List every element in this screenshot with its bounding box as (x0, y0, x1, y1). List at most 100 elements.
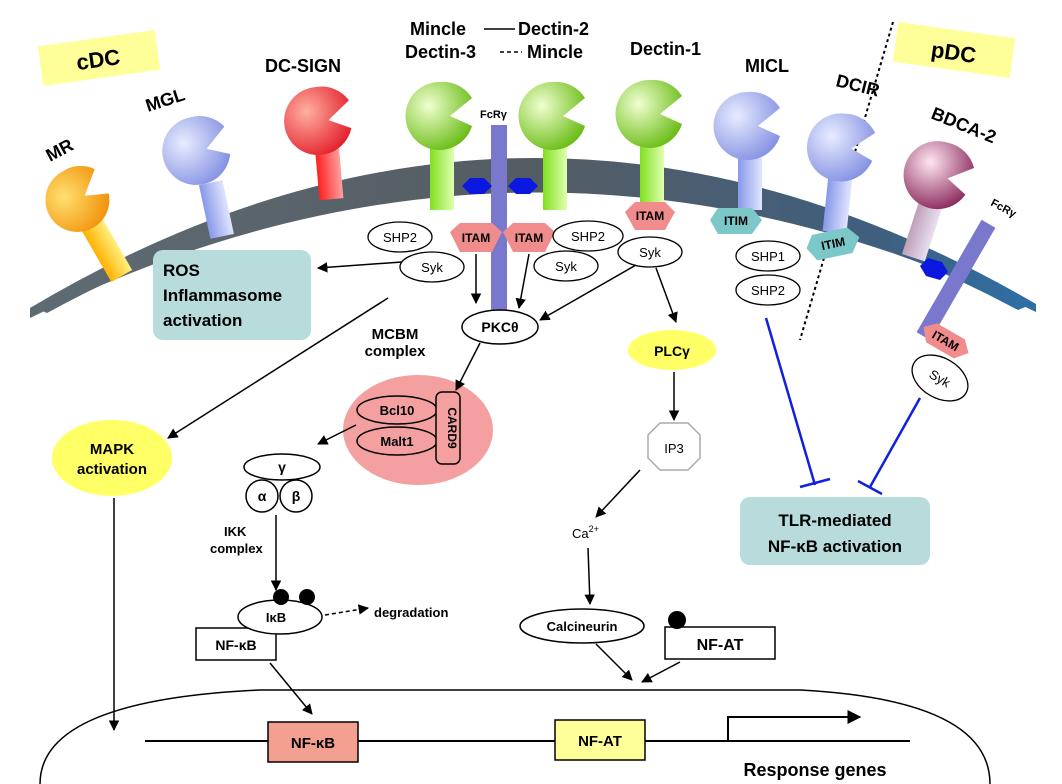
svg-text:SHP1: SHP1 (751, 249, 785, 264)
mgl-receptor (162, 116, 234, 239)
svg-text:Syk: Syk (555, 259, 577, 274)
svg-text:γ: γ (278, 459, 286, 475)
ros-box: ROS Inflammasome activation (153, 250, 311, 340)
syk-bdca2: Syk (911, 354, 969, 402)
shp2-micl: SHP2 (735, 274, 801, 306)
mcbm-complex: Bcl10 Malt1 CARD9 (343, 375, 493, 485)
itim-dcir: ITIM (806, 227, 860, 261)
bdca2-dimer-link (920, 258, 948, 280)
cdc-pdc-divider (799, 21, 894, 341)
mapk-line2: activation (77, 461, 147, 478)
dectin2-label-1: Dectin-2 (518, 19, 589, 39)
svg-text:Syk: Syk (421, 260, 443, 275)
micl-label: MICL (745, 56, 789, 76)
calcineurin: Calcineurin (519, 608, 645, 644)
itam-dectin2: ITAM (503, 223, 555, 252)
ikb: IκB P P (237, 589, 323, 635)
dc-sign-label: DC-SIGN (265, 56, 341, 76)
phospho-icon: P (673, 615, 680, 627)
svg-text:NF-κB: NF-κB (291, 735, 335, 752)
ikk-complex: γ α β (243, 453, 321, 513)
micl-receptor (713, 91, 780, 210)
transcription-start-arrow (727, 710, 862, 741)
svg-text:SHP2: SHP2 (383, 230, 417, 245)
mcbm-line1: MCBM (372, 326, 419, 343)
mr-receptor (45, 165, 133, 282)
svg-text:ITAM: ITAM (515, 231, 543, 245)
shp2-mincle: SHP2 (367, 221, 433, 253)
dcir-receptor (806, 113, 876, 234)
itam-mincle: ITAM (450, 223, 502, 252)
svg-text:ITIM: ITIM (820, 234, 846, 253)
calcium-label: Ca2+ (572, 524, 599, 541)
pdc-label: pDC (930, 37, 978, 68)
inhibition-lines (764, 317, 922, 496)
itam-dectin1: ITAM (625, 202, 675, 230)
bdca2-fcrg-chain (916, 219, 996, 341)
bdca2-fcrg-label: FcRγ (989, 197, 1019, 221)
bdca2-label: BDCA-2 (929, 103, 1000, 147)
mincle-receptor (405, 81, 472, 210)
itim-micl: ITIM (710, 208, 762, 234)
nfkb-cytoplasmic: NF-κB (195, 627, 277, 661)
tlr-line2: NF-κB activation (768, 537, 902, 556)
pdc-label-box: pDC (892, 21, 1016, 79)
shp1-micl: SHP1 (735, 240, 801, 272)
phospho-icon: P (304, 593, 311, 604)
syk-dectin2: Syk (533, 250, 599, 282)
svg-text:IκB: IκB (266, 610, 286, 625)
fcrg-chain (491, 125, 507, 310)
pkc-oval: PKCθ (461, 309, 539, 345)
ikk-line2: complex (210, 541, 264, 556)
plcg-oval: PLCγ (628, 330, 716, 370)
dimer-link-right (508, 178, 538, 194)
mincle-label-1: Mincle (410, 19, 466, 39)
dectin3-label: Dectin-3 (405, 42, 476, 62)
svg-text:ITIM: ITIM (724, 214, 748, 228)
ros-line2: Inflammasome (163, 286, 282, 305)
bcl10-label: Bcl10 (380, 403, 415, 418)
svg-text:SHP2: SHP2 (751, 283, 785, 298)
mr-label: MR (42, 135, 76, 166)
mapk-line1: MAPK (90, 441, 134, 458)
svg-text:Calcineurin: Calcineurin (547, 619, 618, 634)
ros-line1: ROS (163, 261, 200, 280)
tlr-line1: TLR-mediated (778, 511, 891, 530)
ip3-box: IP3 (647, 422, 701, 471)
svg-text:Syk: Syk (639, 245, 661, 260)
svg-text:NF-κB: NF-κB (215, 637, 256, 653)
mcbm-line2: complex (365, 343, 427, 360)
mgl-label: MGL (143, 84, 187, 115)
svg-text:PKCθ: PKCθ (481, 319, 518, 335)
response-genes-label: Response genes (743, 760, 886, 780)
tlr-box: TLR-mediated NF-κB activation (740, 497, 930, 565)
shp2-dectin2: SHP2 (552, 220, 624, 252)
dectin2-receptor (518, 81, 585, 210)
mincle-label-2: Mincle (527, 42, 583, 62)
svg-text:IP3: IP3 (664, 441, 684, 456)
phospho-icon: P (278, 593, 285, 604)
dimer-link-left (462, 178, 492, 194)
svg-text:ITAM: ITAM (462, 231, 490, 245)
bdca2-receptor (901, 141, 975, 262)
svg-text:NF-AT: NF-AT (578, 733, 622, 750)
cdc-label: cDC (75, 44, 122, 75)
dectin1-label: Dectin-1 (630, 39, 701, 59)
svg-text:NF-AT: NF-AT (697, 637, 744, 654)
nucleus-nfat-box: NF-AT (554, 719, 646, 761)
syk-dectin1: Syk (617, 236, 683, 268)
card9-label: CARD9 (445, 407, 459, 449)
degradation-label: degradation (374, 605, 448, 620)
svg-text:PLCγ: PLCγ (654, 343, 690, 359)
dcir-label: DCIR (834, 70, 882, 100)
svg-text:ITAM: ITAM (636, 209, 664, 223)
mapk-oval: MAPK activation (52, 420, 172, 496)
nuclear-membrane (39, 689, 991, 784)
svg-text:SHP2: SHP2 (571, 229, 605, 244)
fcrg-label: FcRγ (480, 109, 508, 121)
syk-mincle: Syk (399, 251, 465, 283)
dectin1-receptor (615, 79, 682, 212)
nfat-cytoplasmic: NF-AT P (664, 611, 776, 660)
dc-sign-receptor (284, 86, 352, 201)
svg-text:β: β (292, 488, 301, 504)
